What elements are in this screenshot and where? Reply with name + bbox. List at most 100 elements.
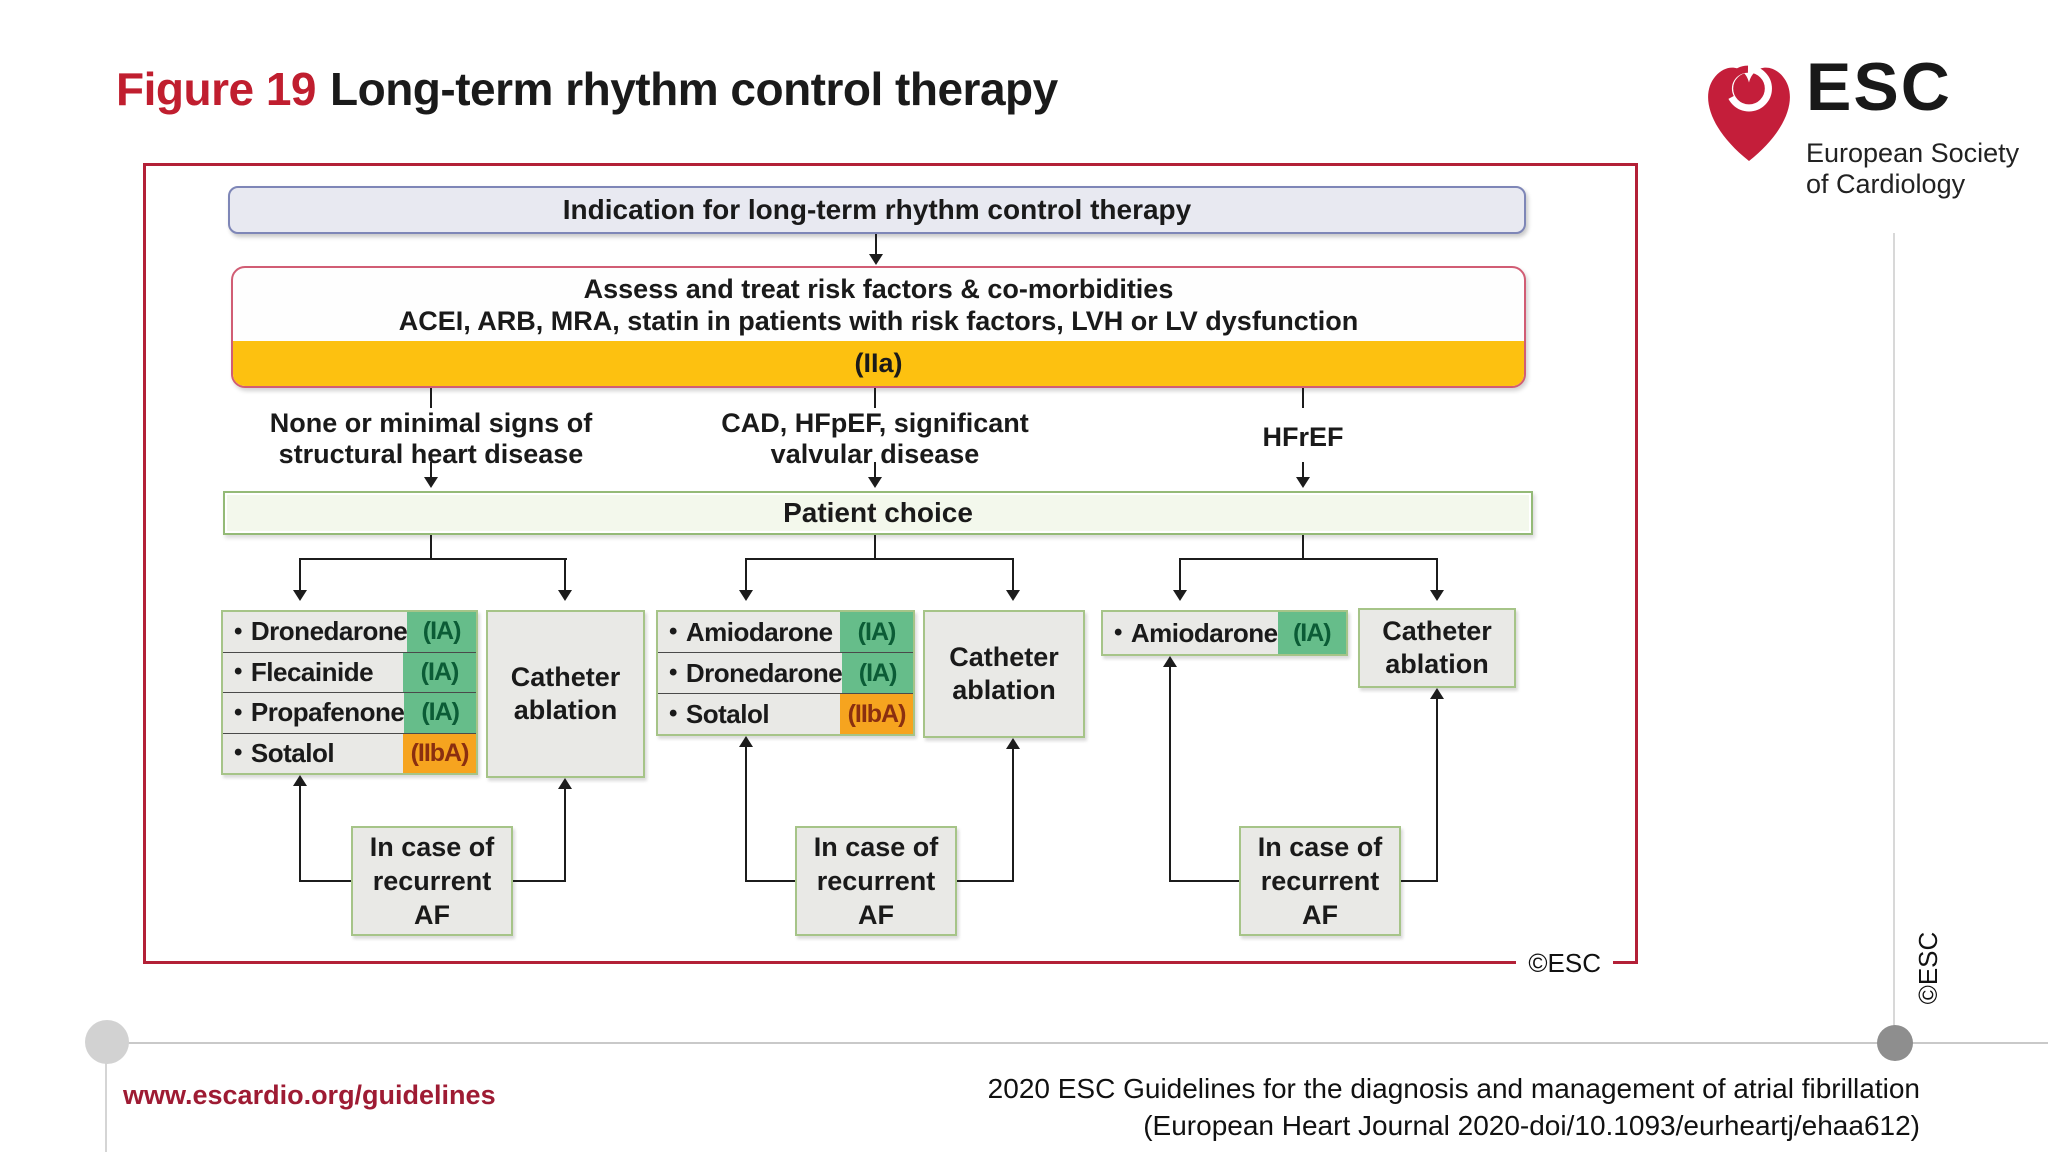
branch-label-hfref: HFrEF	[1262, 422, 1344, 452]
flow-line	[1012, 748, 1014, 882]
flow-line	[300, 880, 351, 882]
esc-org-line2: of Cardiology	[1806, 169, 1966, 199]
arrowhead-down-icon	[1296, 477, 1310, 488]
flow-line	[1436, 698, 1438, 882]
flow-line	[875, 234, 877, 255]
flow-line	[957, 880, 1013, 882]
drug-row: Amiodarone (IA)	[658, 612, 913, 652]
decoration-circle-left	[85, 1020, 129, 1064]
drug-table-group2: Amiodarone (IA) Dronedarone (IA) Sotalol…	[656, 610, 915, 736]
flow-line	[564, 558, 566, 592]
arrowhead-up-icon	[1430, 688, 1444, 699]
esc-org-line1: European Society	[1806, 138, 2020, 168]
class-band-IIa: (IIa)	[233, 341, 1524, 386]
flow-line	[1401, 880, 1438, 882]
flow-line	[874, 535, 876, 559]
class-badge: (IA)	[840, 612, 913, 652]
citation-line2: (European Heart Journal 2020-doi/10.1093…	[1143, 1110, 1920, 1141]
arrowhead-up-icon	[1006, 738, 1020, 749]
figure-copyright: ©ESC	[1516, 948, 1613, 979]
arrowhead-up-icon	[558, 778, 572, 789]
arrowhead-up-icon	[1163, 656, 1177, 667]
drug-row: Flecainide (IA)	[223, 651, 476, 692]
class-badge: (IA)	[403, 652, 476, 692]
citation: 2020 ESC Guidelines for the diagnosis an…	[988, 1070, 1920, 1144]
drug-row: Propafenone (IA)	[223, 692, 476, 733]
arrowhead-down-icon	[293, 590, 307, 601]
drug-row: Dronedarone (IA)	[658, 652, 913, 693]
flow-line	[874, 462, 876, 479]
flow-line	[430, 535, 432, 559]
arrowhead-down-icon	[1430, 590, 1444, 601]
flow-line	[745, 746, 747, 882]
drug-row: Sotalol (IIbA)	[223, 732, 476, 773]
arrowhead-down-icon	[869, 254, 883, 265]
class-badge: (IIbA)	[403, 733, 476, 773]
esc-org-name: European Society of Cardiology	[1806, 138, 2019, 200]
flow-line	[1170, 880, 1239, 882]
arrowhead-up-icon	[293, 775, 307, 786]
assess-box: Assess and treat risk factors & co-morbi…	[231, 266, 1526, 388]
arrowhead-down-icon	[1006, 590, 1020, 601]
flow-line	[746, 558, 1014, 560]
class-badge: (IA)	[1277, 612, 1346, 654]
divider-horizontal	[107, 1042, 2048, 1044]
flow-line	[299, 785, 301, 882]
assess-line2: ACEI, ARB, MRA, statin in patients with …	[398, 306, 1359, 336]
flow-line	[745, 558, 747, 592]
flow-line	[1302, 535, 1304, 559]
decoration-dot-right	[1877, 1025, 1913, 1061]
esc-logo-text: ESC	[1806, 49, 1952, 125]
figure-frame: Indication for long-term rhythm control …	[143, 163, 1638, 979]
drug-row: Sotalol (IIbA)	[658, 693, 913, 734]
arrowhead-up-icon	[739, 736, 753, 747]
class-badge: (IIbA)	[840, 694, 913, 734]
flow-line	[746, 880, 795, 882]
arrowhead-down-icon	[424, 477, 438, 488]
patient-choice-box: Patient choice	[223, 491, 1533, 535]
flow-line	[1302, 462, 1304, 479]
indication-box: Indication for long-term rhythm control …	[228, 186, 1526, 234]
assess-line1: Assess and treat risk factors & co-morbi…	[583, 274, 1174, 304]
drug-row: Dronedarone (IA)	[223, 612, 476, 652]
flow-line	[564, 788, 566, 882]
arrowhead-down-icon	[739, 590, 753, 601]
copyright-vertical: ©ESC	[1912, 931, 1943, 1005]
flow-line	[300, 558, 567, 560]
class-badge: (IA)	[404, 693, 476, 733]
branch-label-cad-hfpef: CAD, HFpEF, significant valvular disease	[721, 408, 1029, 469]
class-badge: (IA)	[842, 653, 913, 693]
guidelines-link[interactable]: www.escardio.org/guidelines	[123, 1080, 496, 1110]
figure-title: Long-term rhythm control therapy	[330, 63, 1058, 115]
divider-vertical-left	[105, 1040, 107, 1152]
drug-row: Amiodarone (IA)	[1103, 612, 1346, 654]
flow-line	[1302, 388, 1304, 408]
drug-table-group1: Dronedarone (IA) Flecainide (IA) Propafe…	[221, 610, 478, 775]
flow-line	[1179, 558, 1181, 592]
divider-vertical-right	[1893, 233, 1895, 1042]
flow-line	[430, 388, 432, 408]
class-badge: (IA)	[407, 612, 476, 652]
drug-table-group3: Amiodarone (IA)	[1101, 610, 1348, 656]
arrowhead-down-icon	[1173, 590, 1187, 601]
citation-line1: 2020 ESC Guidelines for the diagnosis an…	[987, 1073, 1920, 1104]
figure-label: Figure 19	[116, 63, 317, 115]
flow-line	[874, 388, 876, 408]
flow-line	[1180, 558, 1438, 560]
flow-line	[299, 558, 301, 592]
esc-heart-icon	[1698, 50, 1800, 172]
flow-line	[430, 462, 432, 479]
flow-line	[1169, 666, 1171, 882]
branch-label-no-structural-disease: None or minimal signs of structural hear…	[269, 408, 593, 469]
arrowhead-down-icon	[868, 477, 882, 488]
flow-line	[1012, 558, 1014, 592]
flow-line	[1436, 558, 1438, 592]
